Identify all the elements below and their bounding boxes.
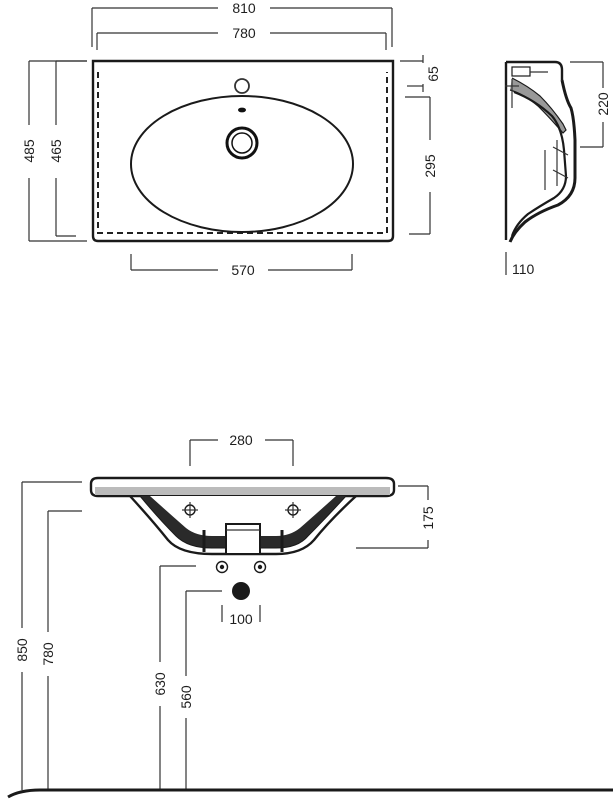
dim-label-485: 485 [21, 139, 37, 163]
overflow-slot [238, 107, 246, 113]
dim-110: 110 [505, 252, 535, 277]
dim-560: 560 [178, 590, 222, 790]
dim-label-560: 560 [178, 685, 194, 709]
front-view: 280 175 [7, 432, 613, 799]
dim-570: 570 [130, 254, 353, 278]
waste-outlet [232, 582, 250, 600]
dim-label-780-front: 780 [40, 642, 56, 666]
water-inlet-right [253, 560, 267, 574]
dim-175: 175 [356, 485, 436, 549]
water-inlet-left [215, 560, 229, 574]
dim-280: 280 [189, 432, 294, 466]
dim-label-780-top: 780 [232, 25, 256, 41]
dim-630: 630 [152, 565, 196, 790]
fixing-mark-left [182, 502, 198, 518]
dim-810: 810 [91, 0, 393, 47]
side-view: 220 110 [504, 60, 611, 277]
drain [225, 126, 259, 160]
dim-label-220: 220 [595, 92, 611, 116]
dim-label-110: 110 [512, 261, 535, 277]
top-view: 810 780 485 [21, 0, 441, 278]
dim-850: 850 [14, 481, 82, 790]
dim-220: 220 [570, 61, 611, 148]
dim-label-280: 280 [229, 432, 253, 448]
dim-65: 65 [400, 55, 441, 92]
dim-780-front: 780 [40, 510, 82, 790]
front-countertop [89, 476, 396, 498]
cabinet-dashed-outline [97, 72, 388, 234]
dim-780-top: 780 [96, 25, 387, 50]
fixing-mark-right [285, 502, 301, 518]
dim-label-630: 630 [152, 672, 168, 696]
tap-hole [234, 78, 250, 94]
dim-label-295: 295 [422, 154, 438, 178]
dim-label-850: 850 [14, 638, 30, 662]
dim-label-465: 465 [48, 139, 64, 163]
dim-label-100: 100 [229, 611, 253, 627]
dim-label-570: 570 [231, 262, 255, 278]
top-outline [91, 59, 395, 243]
dim-100: 100 [221, 605, 261, 627]
dim-295: 295 [405, 96, 438, 235]
dim-label-175: 175 [420, 506, 436, 530]
dim-465: 465 [48, 60, 87, 237]
floor-line [7, 788, 613, 799]
basin-oval [130, 95, 354, 233]
dim-label-65: 65 [425, 66, 441, 82]
dim-label-810: 810 [232, 0, 256, 16]
